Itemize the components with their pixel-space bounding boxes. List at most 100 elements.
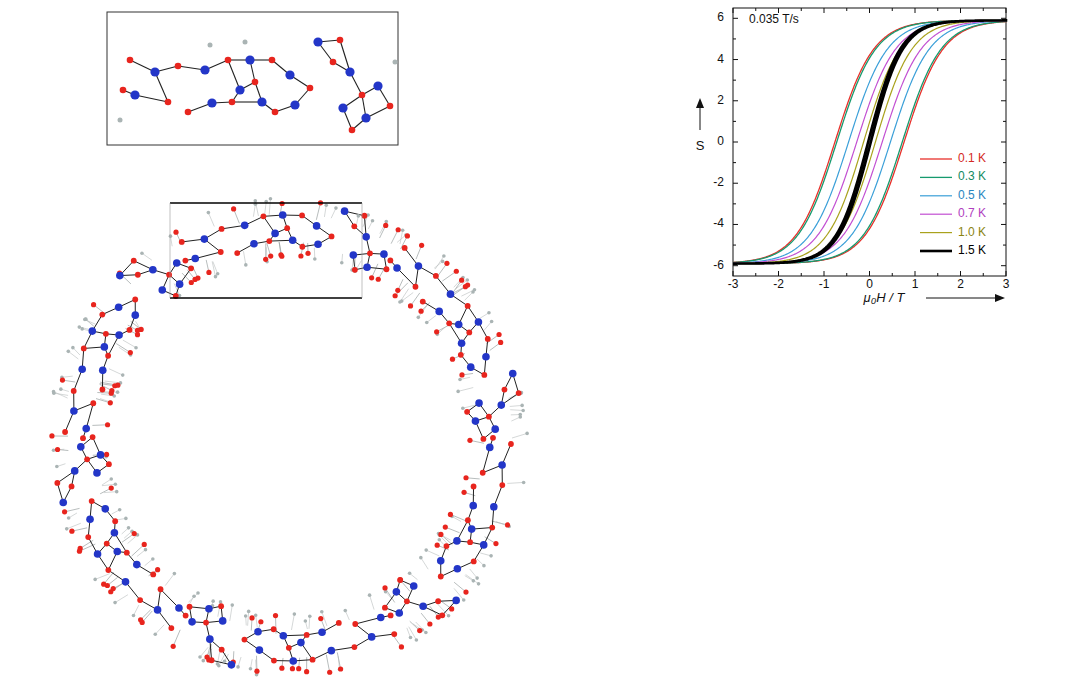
oxygen-atom <box>132 531 137 536</box>
tick <box>733 8 734 13</box>
hysteresis-loop <box>733 20 1006 263</box>
oxygen-atom <box>338 666 343 671</box>
oxygen-atom <box>218 249 224 255</box>
tick <box>846 8 847 11</box>
manganese-atom <box>205 605 213 613</box>
oxygen-atom <box>104 541 110 547</box>
oxygen-atom <box>383 223 388 228</box>
oxygen-atom <box>85 534 91 540</box>
hysteresis-loop <box>733 20 1006 263</box>
oxygen-atom <box>290 666 295 671</box>
oxygen-atom <box>384 266 390 272</box>
hydrogen-atom <box>385 220 389 224</box>
manganese-atom <box>158 286 166 294</box>
ligand-bond <box>370 595 375 609</box>
hydrogen-atom <box>116 390 120 394</box>
tick <box>1001 142 1006 143</box>
oxygen-atom <box>166 272 172 278</box>
manganese-atom <box>59 499 67 507</box>
manganese-atom <box>368 633 376 641</box>
manganese-atom <box>70 407 78 415</box>
hydrogen-atom <box>208 43 213 48</box>
manganese-atom <box>318 628 326 636</box>
plot-frame <box>733 8 1006 276</box>
bond <box>340 40 350 72</box>
hydrogen-atom <box>340 261 344 265</box>
oxygen-atom <box>471 484 477 490</box>
y-tick-label: 6 <box>716 11 725 25</box>
legend-label: 1.5 K <box>957 244 987 258</box>
oxygen-atom <box>402 245 408 251</box>
manganese-atom <box>280 632 288 640</box>
oxygen-atom <box>499 482 505 488</box>
oxygen-atom <box>69 484 75 490</box>
hydrogen-atom <box>293 612 297 616</box>
bond <box>355 617 380 624</box>
legend-label: 0.3 K <box>957 170 987 184</box>
oxygen-atom <box>203 620 209 626</box>
hydrogen-atom <box>401 228 405 232</box>
oxygen-atom <box>69 529 74 534</box>
oxygen-atom <box>391 631 397 637</box>
manganese-atom <box>97 451 105 459</box>
tick <box>1001 183 1006 184</box>
ligand-bond <box>466 575 479 584</box>
ligand-bond <box>326 655 329 673</box>
hydrogen-atom <box>487 311 491 315</box>
oxygen-atom <box>135 272 141 278</box>
hydrogen-atom <box>458 378 462 382</box>
manganese-atom <box>206 635 214 643</box>
tick <box>1001 100 1006 101</box>
tick <box>733 271 734 276</box>
tick <box>1003 245 1006 246</box>
tick <box>755 8 756 11</box>
oxygen-atom <box>327 670 332 675</box>
oxygen-atom <box>408 303 413 308</box>
legend-line <box>920 195 952 196</box>
oxygen-atom <box>55 447 60 452</box>
manganese-atom <box>314 241 322 249</box>
oxygen-atom <box>124 550 130 556</box>
hydrogen-atom <box>201 659 205 663</box>
manganese-atom <box>469 502 477 510</box>
hysteresis-loop <box>733 20 1006 263</box>
manganese-atom <box>86 515 94 523</box>
manganese-atom <box>410 582 418 590</box>
oxygen-atom <box>271 626 277 632</box>
oxygen-atom <box>225 57 232 64</box>
hydrogen-atom <box>475 576 479 580</box>
hydrogen-atom <box>490 320 494 324</box>
manganese-atom <box>200 65 209 74</box>
oxygen-atom <box>103 331 109 337</box>
hydrogen-atom <box>371 219 375 223</box>
manganese-atom <box>219 617 227 625</box>
oxygen-atom <box>480 470 486 476</box>
hydrogen-atom <box>153 632 157 636</box>
legend-label: 0.1 K <box>957 152 987 166</box>
oxygen-atom <box>128 350 133 355</box>
hydrogen-atom <box>308 614 312 618</box>
tick <box>937 273 938 276</box>
manganese-atom <box>175 604 183 612</box>
oxygen-atom <box>376 277 381 282</box>
tick <box>892 273 893 276</box>
hydrogen-atom <box>442 254 446 258</box>
oxygen-atom <box>263 257 268 262</box>
hysteresis-loop <box>733 20 1006 263</box>
manganese-atom <box>338 103 347 112</box>
axis-arrow <box>926 298 998 299</box>
manganese-atom <box>415 262 423 270</box>
arrow-head <box>696 98 704 108</box>
oxygen-atom <box>84 456 90 462</box>
manganese-atom <box>458 339 466 347</box>
manganese-atom <box>297 639 305 647</box>
hydrogen-atom <box>254 613 258 617</box>
hydrogen-atom <box>121 373 125 377</box>
y-tick-label: -4 <box>712 218 725 232</box>
bond <box>155 72 168 102</box>
manganese-atom <box>350 251 358 259</box>
oxygen-atom <box>399 644 404 649</box>
manganese-atom <box>101 505 109 513</box>
hydrogen-atom <box>518 415 522 419</box>
hydrogen-atom <box>525 432 529 436</box>
